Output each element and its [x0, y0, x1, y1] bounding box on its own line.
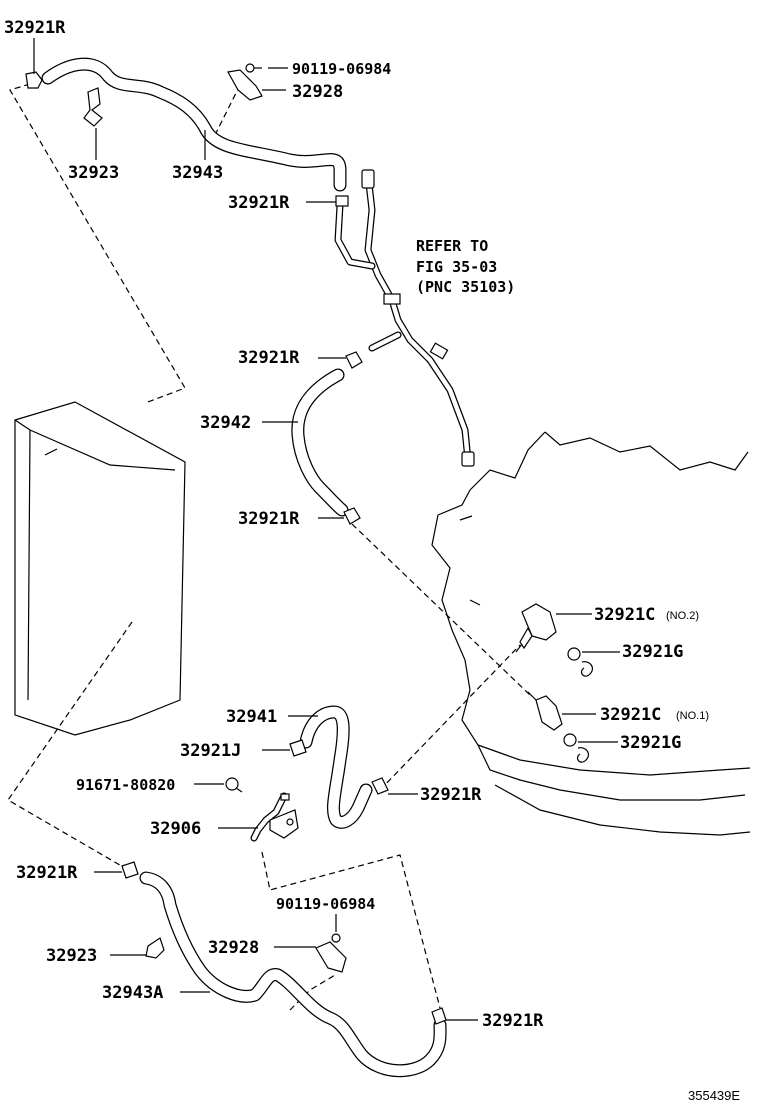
clamp-32921r-c-part[interactable]	[345, 351, 363, 369]
hose-32943a[interactable]	[139, 871, 447, 1078]
hose-32941[interactable]	[299, 705, 373, 829]
clamp-32921r-f-part[interactable]	[121, 861, 139, 879]
hose-32943[interactable]	[41, 57, 347, 192]
reference-note-line2[interactable]: FIG 35-03	[416, 258, 497, 276]
bracket-32928-top-part[interactable]	[227, 69, 263, 101]
label-32921c-no1[interactable]: 32921C	[600, 705, 661, 725]
label-32941[interactable]: 32941	[226, 707, 277, 727]
label-32921r-f[interactable]: 32921R	[16, 863, 78, 883]
label-32921g-a[interactable]: 32921G	[622, 642, 683, 662]
clamp-32921r-e-part[interactable]	[371, 777, 389, 795]
bolt-90119-top-part[interactable]	[245, 63, 262, 73]
union-32921c-no2-part[interactable]	[515, 603, 557, 653]
pipe-32906[interactable]	[250, 792, 299, 842]
clip-32923-bottom-part[interactable]	[145, 937, 165, 959]
clamp-32921r-top-part[interactable]	[25, 71, 43, 89]
label-32906[interactable]: 32906	[150, 819, 201, 839]
label-32923-top[interactable]: 32923	[68, 163, 119, 183]
label-32928-top[interactable]: 32928	[292, 82, 343, 102]
oil-cooler-pipe[interactable]	[334, 169, 475, 467]
bolt-91671-part[interactable]	[225, 777, 243, 793]
clamp-32921j-part[interactable]	[289, 739, 307, 757]
hose-32942[interactable]	[291, 368, 349, 517]
label-32921r-e[interactable]: 32921R	[420, 785, 482, 805]
bolt-90119-bottom-part[interactable]	[331, 933, 341, 943]
clamp-32921r-b-part[interactable]	[335, 195, 349, 207]
diagram-code: 355439E	[688, 1088, 740, 1103]
label-91671[interactable]: 91671-80820	[76, 776, 175, 794]
gasket-32921g-b-part[interactable]	[563, 733, 590, 763]
label-32943[interactable]: 32943	[172, 163, 223, 183]
label-32921c-no1-suffix: (NO.1)	[676, 710, 709, 722]
label-32921r-c[interactable]: 32921R	[238, 348, 300, 368]
dashed-connections	[7, 83, 531, 1011]
part-labels: 32921R 90119-06984 32928 32923 32943 329…	[4, 18, 740, 1103]
union-32921c-no1-part[interactable]	[527, 691, 563, 731]
label-32921c-no2[interactable]: 32921C	[594, 605, 655, 625]
label-32943a[interactable]: 32943A	[102, 983, 163, 1003]
label-32921j[interactable]: 32921J	[180, 741, 241, 761]
clamp-32921r-d-part[interactable]	[343, 507, 361, 525]
radiator-outline	[14, 401, 186, 736]
transmission-outline	[431, 431, 751, 836]
leader-lines	[33, 38, 620, 1021]
reference-note-line3: (PNC 35103)	[416, 278, 515, 296]
label-32921r-top[interactable]: 32921R	[4, 18, 66, 38]
label-32921g-b[interactable]: 32921G	[620, 733, 681, 753]
gasket-32921g-a-part[interactable]	[567, 647, 594, 677]
reference-note-line1: REFER TO	[416, 237, 488, 255]
label-32921r-g[interactable]: 32921R	[482, 1011, 544, 1031]
label-90119-bottom[interactable]: 90119-06984	[276, 895, 375, 913]
label-32921r-b[interactable]: 32921R	[228, 193, 290, 213]
clip-32923-top-part[interactable]	[83, 87, 103, 127]
label-90119-top[interactable]: 90119-06984	[292, 60, 391, 78]
bracket-32928-bottom-part[interactable]	[315, 941, 347, 973]
label-32942[interactable]: 32942	[200, 413, 251, 433]
label-32923-bottom[interactable]: 32923	[46, 946, 97, 966]
label-32928-bottom[interactable]: 32928	[208, 938, 259, 958]
label-32921c-no2-suffix: (NO.2)	[666, 610, 699, 622]
label-32921r-d[interactable]: 32921R	[238, 509, 300, 529]
